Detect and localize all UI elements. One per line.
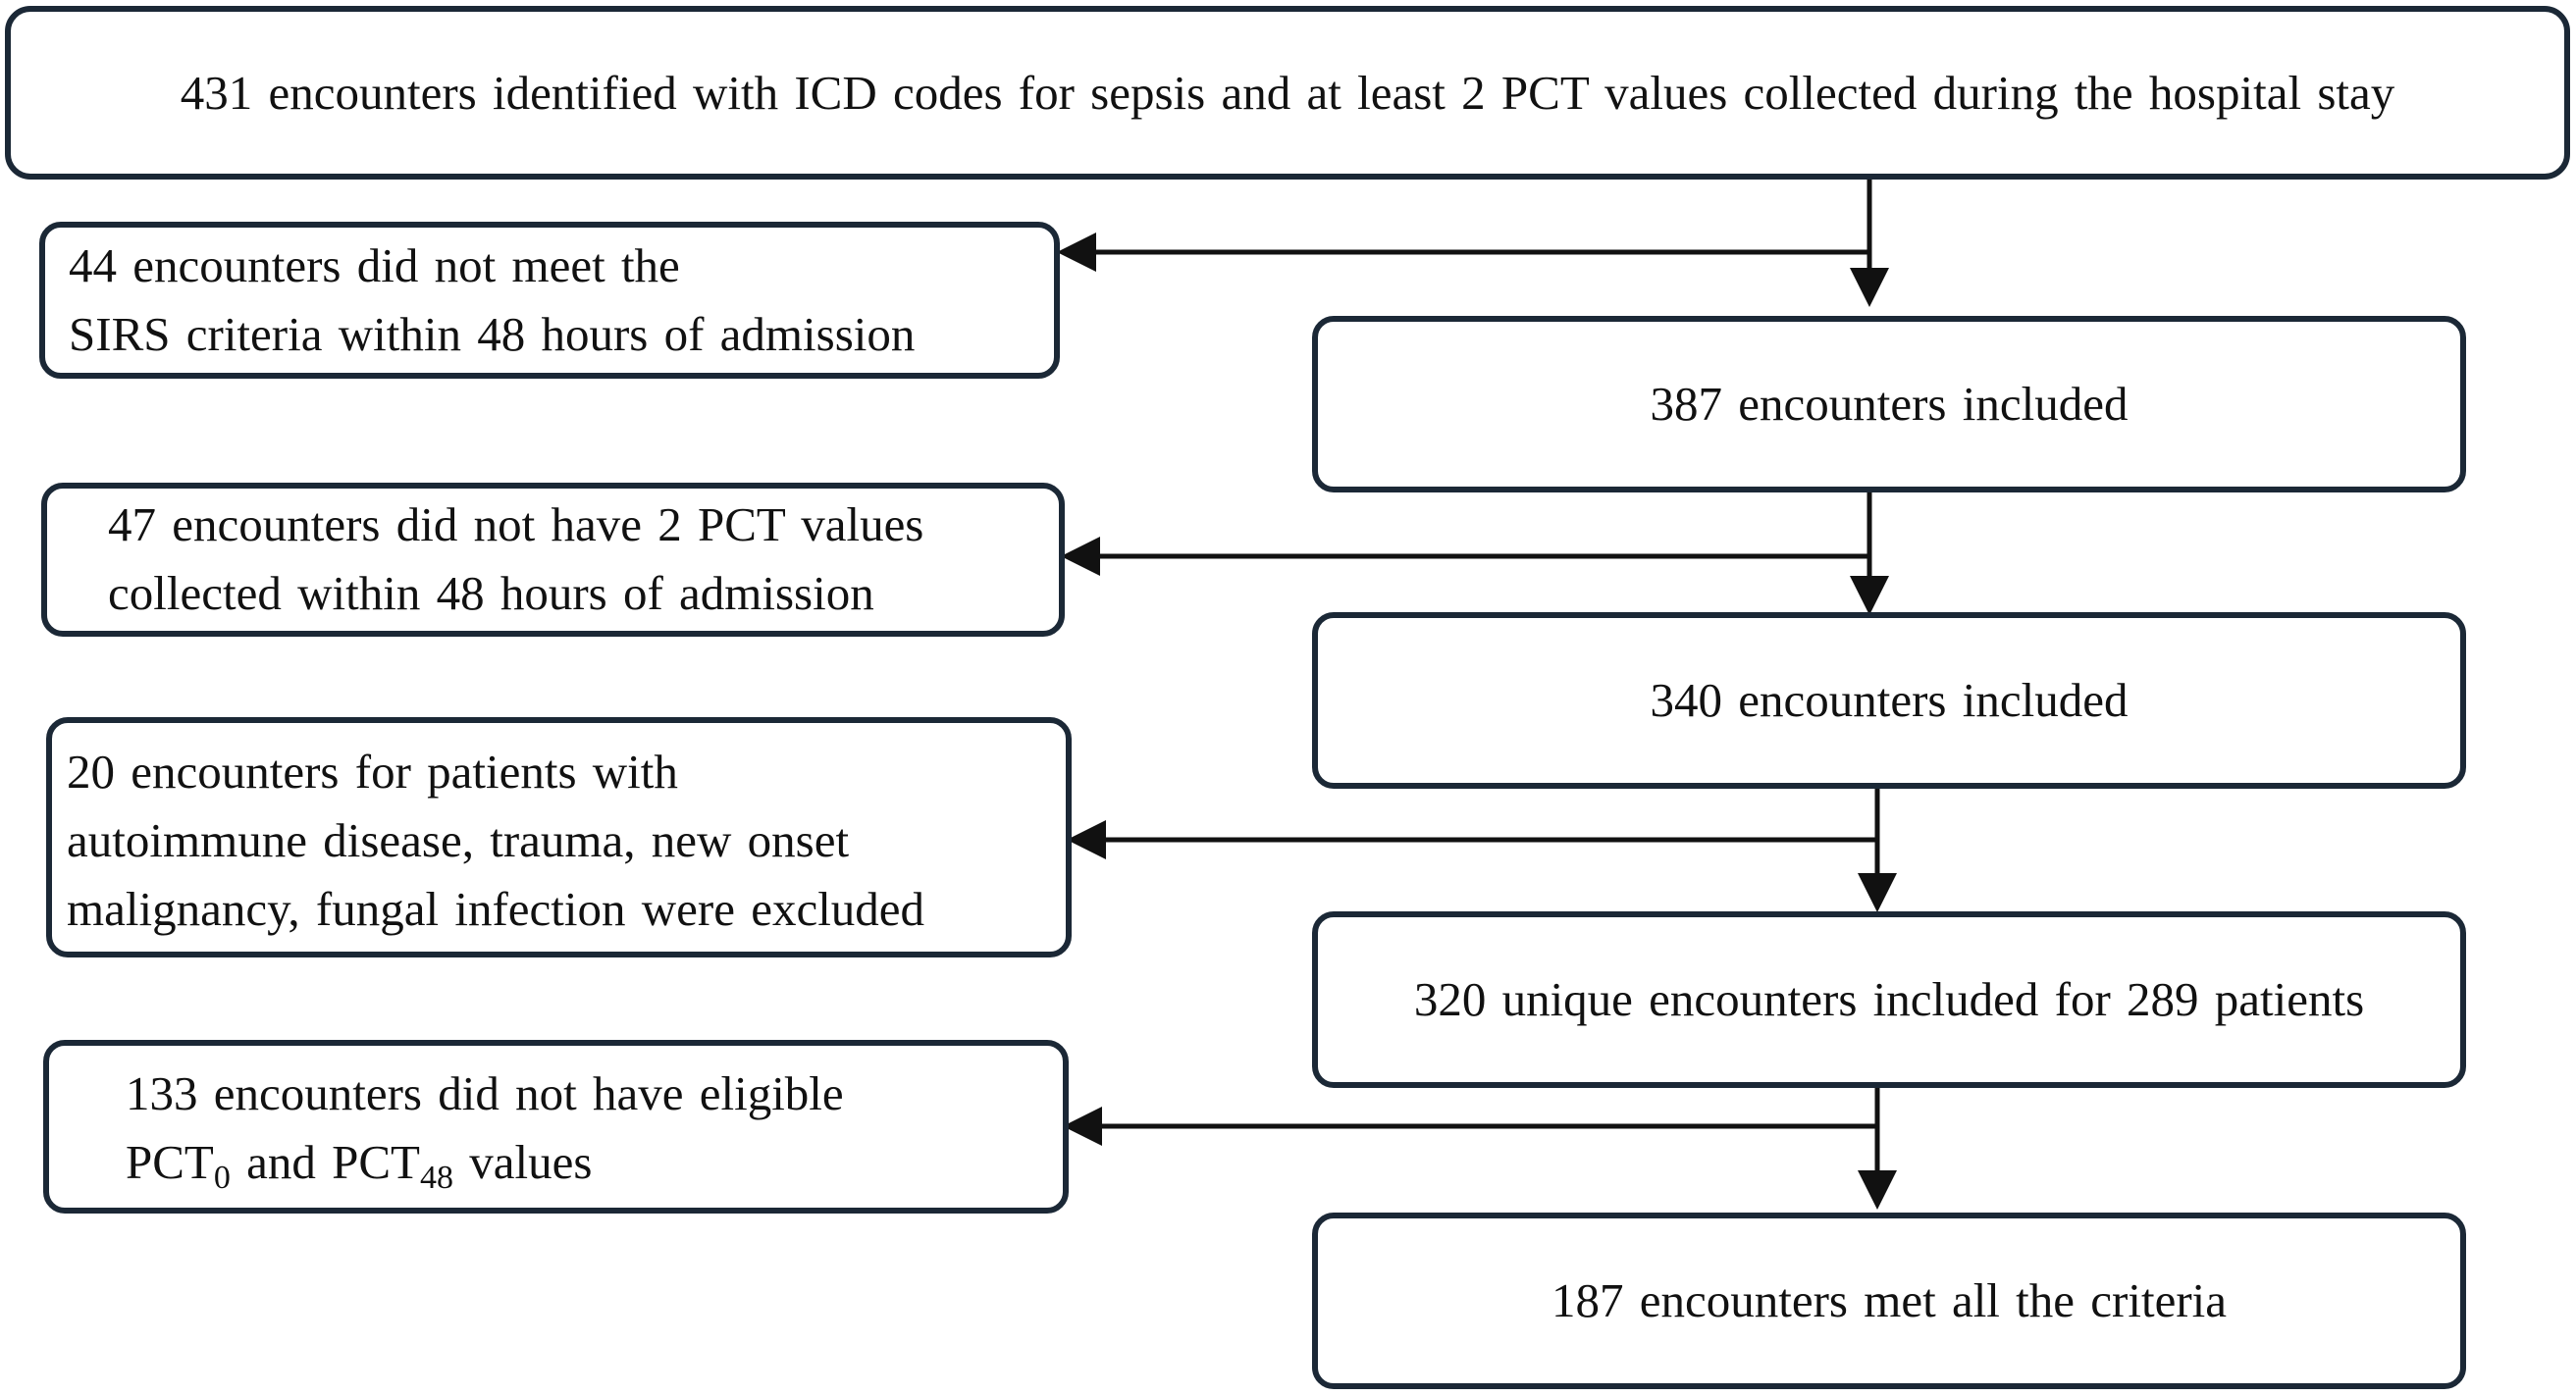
- exclusion-1-line-2: SIRS criteria within 48 hours of admissi…: [69, 307, 916, 361]
- exclusion-box-4: [43, 1040, 1069, 1214]
- exclusion-box-2: [41, 483, 1065, 637]
- exclusion-3-line-1: 20 encounters for patients with: [67, 745, 678, 799]
- exclusion-3-line-2: autoimmune disease, trauma, new onset: [67, 813, 850, 867]
- included-box-387: 387 encounters included: [1312, 316, 2466, 492]
- included-box-320: 320 unique encounters included for 289 p…: [1312, 911, 2466, 1088]
- exclusion-4-line-2: PCT0 and PCT48 values: [126, 1128, 592, 1197]
- final-box-187: 187 encounters met all the criteria: [1312, 1213, 2466, 1389]
- exclusion-2-line-1: 47 encounters did not have 2 PCT values: [108, 497, 924, 551]
- included-387-text: 387 encounters included: [1650, 377, 2129, 431]
- exclusion-box-1: [39, 222, 1060, 379]
- exclusion-1-line-1: 44 encounters did not meet the: [69, 238, 680, 292]
- start-box: 431 encounters identified with ICD codes…: [5, 6, 2570, 180]
- exclusion-4-line-1: 133 encounters did not have eligible: [126, 1066, 844, 1120]
- pct-48-subscript: 48: [420, 1160, 453, 1196]
- start-box-text: 431 encounters identified with ICD codes…: [180, 65, 2395, 120]
- exclusion-box-3: [46, 717, 1072, 957]
- exclusion-3-line-3: malignancy, fungal infection were exclud…: [67, 882, 925, 936]
- final-187-text: 187 encounters met all the criteria: [1551, 1273, 2228, 1327]
- values-label: values: [453, 1135, 593, 1189]
- included-340-text: 340 encounters included: [1650, 673, 2129, 727]
- included-320-text: 320 unique encounters included for 289 p…: [1413, 972, 2365, 1026]
- pct-zero-subscript: 0: [213, 1160, 231, 1196]
- pct-zero-label: PCT: [126, 1135, 214, 1189]
- and-pct-label: and PCT: [230, 1135, 420, 1189]
- exclusion-2-line-2: collected within 48 hours of admission: [108, 566, 874, 620]
- included-box-340: 340 encounters included: [1312, 612, 2466, 789]
